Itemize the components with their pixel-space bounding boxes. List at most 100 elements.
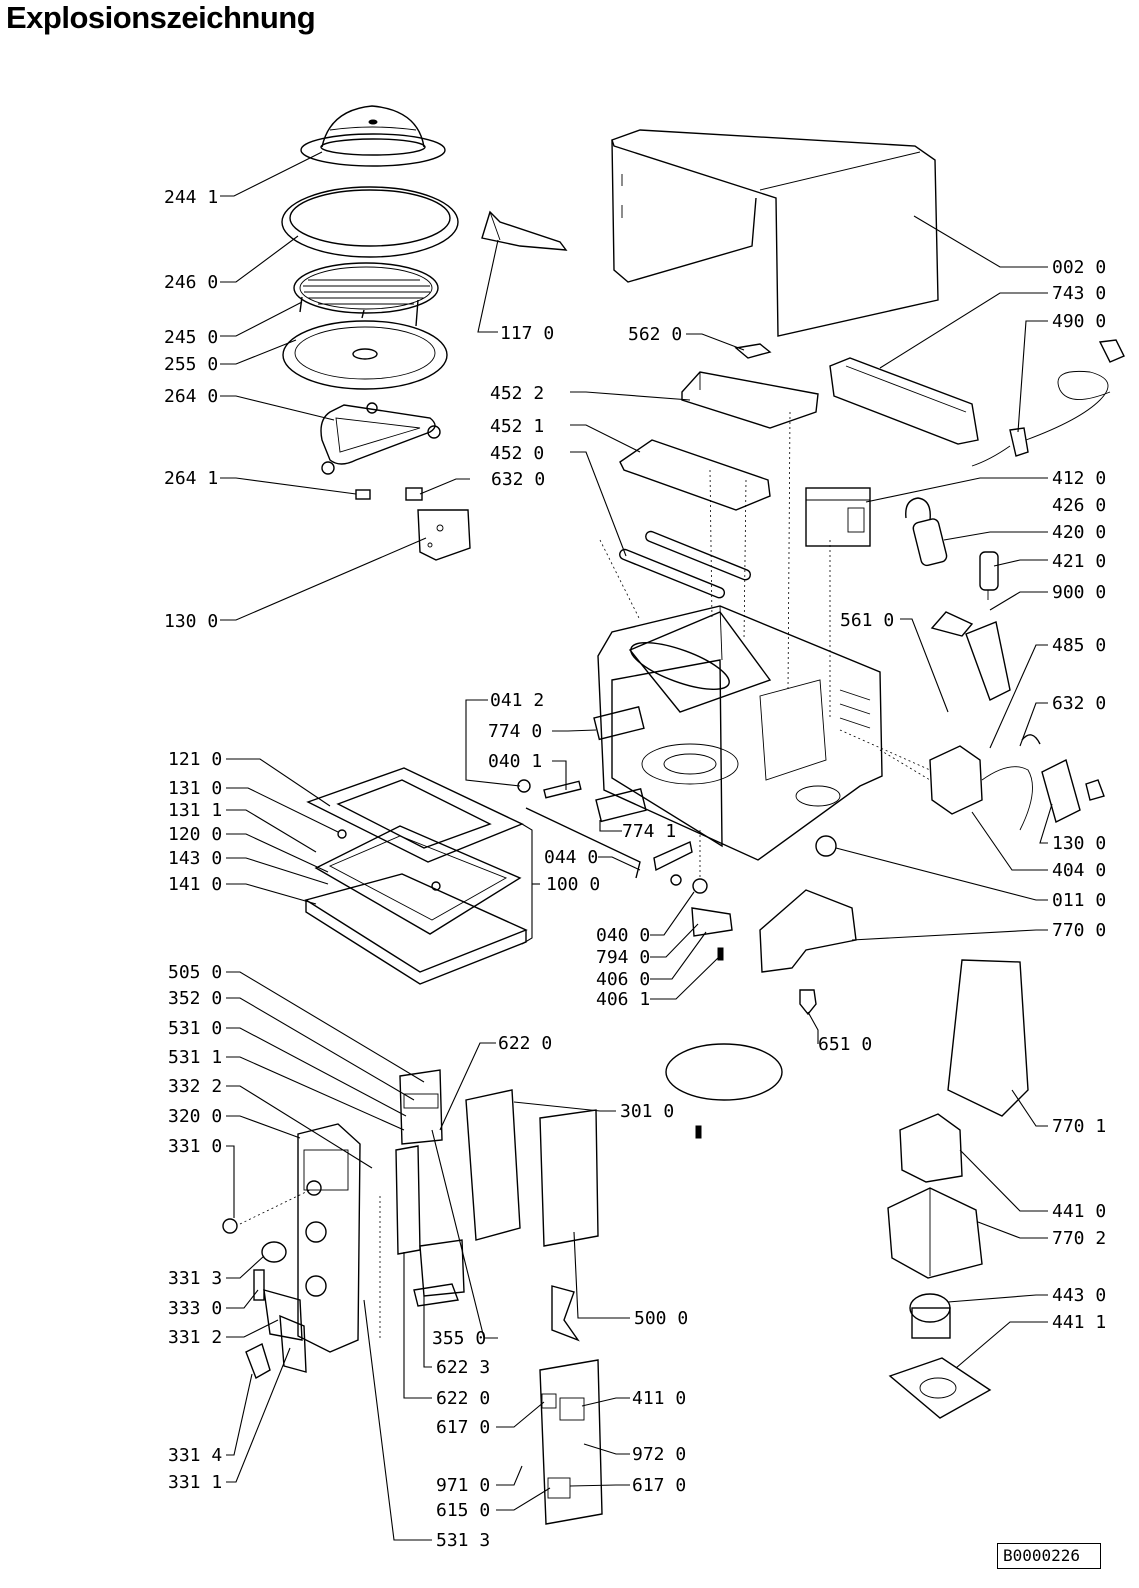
roller-support-part xyxy=(320,402,441,475)
label-245-0: 245 0 xyxy=(164,327,218,348)
plate-774-1-part xyxy=(595,788,647,823)
spatula-part xyxy=(481,210,568,251)
heater-tubes-part xyxy=(619,530,752,599)
bottom-plate-part xyxy=(665,1043,783,1139)
label-770-1: 770 1 xyxy=(1052,1116,1106,1137)
label-420-0: 420 0 xyxy=(1052,522,1106,543)
label-615-0: 615 0 xyxy=(436,1500,490,1521)
label-301-0: 301 0 xyxy=(620,1101,674,1122)
label-320-0: 320 0 xyxy=(168,1106,222,1127)
label-632-0a: 632 0 xyxy=(491,469,545,490)
page-title: Explosionszeichnung xyxy=(6,0,316,35)
label-632-0b: 632 0 xyxy=(1052,693,1106,714)
label-100-0: 100 0 xyxy=(546,874,600,895)
label-770-2: 770 2 xyxy=(1052,1228,1106,1249)
tray-part xyxy=(281,186,459,258)
label-404-0: 404 0 xyxy=(1052,860,1106,881)
lamp-part xyxy=(799,989,817,1016)
label-255-0: 255 0 xyxy=(164,354,218,375)
label-774-0: 774 0 xyxy=(488,721,542,742)
label-971-0: 971 0 xyxy=(436,1475,490,1496)
label-332-2: 332 2 xyxy=(168,1076,222,1097)
label-011-0: 011 0 xyxy=(1052,890,1106,911)
label-441-1: 441 1 xyxy=(1052,1312,1106,1333)
label-452-2: 452 2 xyxy=(490,383,544,404)
label-352-0: 352 0 xyxy=(168,988,222,1009)
label-264-0: 264 0 xyxy=(164,386,218,407)
label-121-0: 121 0 xyxy=(168,749,222,770)
label-406-0: 406 0 xyxy=(596,969,650,990)
label-500-0: 500 0 xyxy=(634,1308,688,1329)
label-406-1: 406 1 xyxy=(596,989,650,1010)
label-531-0: 531 0 xyxy=(168,1018,222,1039)
fan-assembly-part xyxy=(887,1113,992,1419)
small-parts-left xyxy=(355,487,471,561)
label-485-0: 485 0 xyxy=(1052,635,1106,656)
label-505-0: 505 0 xyxy=(168,962,222,983)
assembly-guide-lines xyxy=(239,411,931,1340)
cover-dome-part xyxy=(300,105,446,167)
label-531-3: 531 3 xyxy=(436,1530,490,1551)
label-246-0: 246 0 xyxy=(164,272,218,293)
label-622-0a: 622 0 xyxy=(498,1033,552,1054)
part-labels: 244 1 246 0 245 0 255 0 264 0 264 1 632 … xyxy=(164,187,1106,1551)
switch-assembly-part xyxy=(929,734,1105,831)
clip-562-part xyxy=(734,343,772,359)
label-412-0: 412 0 xyxy=(1052,468,1106,489)
label-120-0: 120 0 xyxy=(168,824,222,845)
label-561-0: 561 0 xyxy=(840,610,894,631)
oven-cavity-part xyxy=(597,605,883,861)
label-411-0: 411 0 xyxy=(632,1388,686,1409)
air-duct-part xyxy=(759,889,857,973)
label-130-0b: 130 0 xyxy=(1052,833,1106,854)
label-264-1: 264 1 xyxy=(164,468,218,489)
pcb-boards-part xyxy=(395,1069,603,1525)
label-333-0: 333 0 xyxy=(168,1298,222,1319)
label-452-0: 452 0 xyxy=(490,443,544,464)
drawing-code: B0000226 xyxy=(1003,1546,1081,1565)
label-044-0: 044 0 xyxy=(544,847,598,868)
turntable-glass-part xyxy=(282,320,448,390)
label-617-0b: 617 0 xyxy=(632,1475,686,1496)
rail-743-part xyxy=(829,357,979,445)
plate-774-0-part xyxy=(593,706,645,741)
label-972-0: 972 0 xyxy=(632,1444,686,1465)
label-421-0: 421 0 xyxy=(1052,551,1106,572)
label-131-1: 131 1 xyxy=(168,800,222,821)
heater-shield-part xyxy=(619,439,771,511)
label-490-0: 490 0 xyxy=(1052,311,1106,332)
label-452-1: 452 1 xyxy=(490,416,544,437)
label-244-1: 244 1 xyxy=(164,187,218,208)
label-117-0: 117 0 xyxy=(500,323,554,344)
label-770-0: 770 0 xyxy=(1052,920,1106,941)
label-331-0: 331 0 xyxy=(168,1136,222,1157)
label-131-0: 131 0 xyxy=(168,778,222,799)
label-143-0: 143 0 xyxy=(168,848,222,869)
hinge-parts xyxy=(517,779,693,886)
power-cord-part xyxy=(971,339,1125,467)
label-331-2: 331 2 xyxy=(168,1327,222,1348)
label-562-0: 562 0 xyxy=(628,324,682,345)
door-assembly-part xyxy=(304,767,528,985)
label-130-0a: 130 0 xyxy=(164,611,218,632)
label-617-0a: 617 0 xyxy=(436,1417,490,1438)
label-141-0: 141 0 xyxy=(168,874,222,895)
label-531-1: 531 1 xyxy=(168,1047,222,1068)
label-331-3: 331 3 xyxy=(168,1268,222,1289)
label-774-1: 774 1 xyxy=(622,821,676,842)
label-651-0: 651 0 xyxy=(818,1034,872,1055)
label-743-0: 743 0 xyxy=(1052,283,1106,304)
label-622-3: 622 3 xyxy=(436,1357,490,1378)
air-guide-part xyxy=(947,959,1029,1117)
label-331-1: 331 1 xyxy=(168,1472,222,1493)
label-441-0: 441 0 xyxy=(1052,1201,1106,1222)
label-041-2: 041 2 xyxy=(490,690,544,711)
capacitor-part xyxy=(905,497,999,600)
bracket-900-part xyxy=(930,611,1011,701)
label-622-0b: 622 0 xyxy=(436,1388,490,1409)
transformer-part xyxy=(805,487,871,547)
control-panel-part xyxy=(222,1123,361,1380)
label-443-0: 443 0 xyxy=(1052,1285,1106,1306)
foot-part xyxy=(815,835,837,857)
